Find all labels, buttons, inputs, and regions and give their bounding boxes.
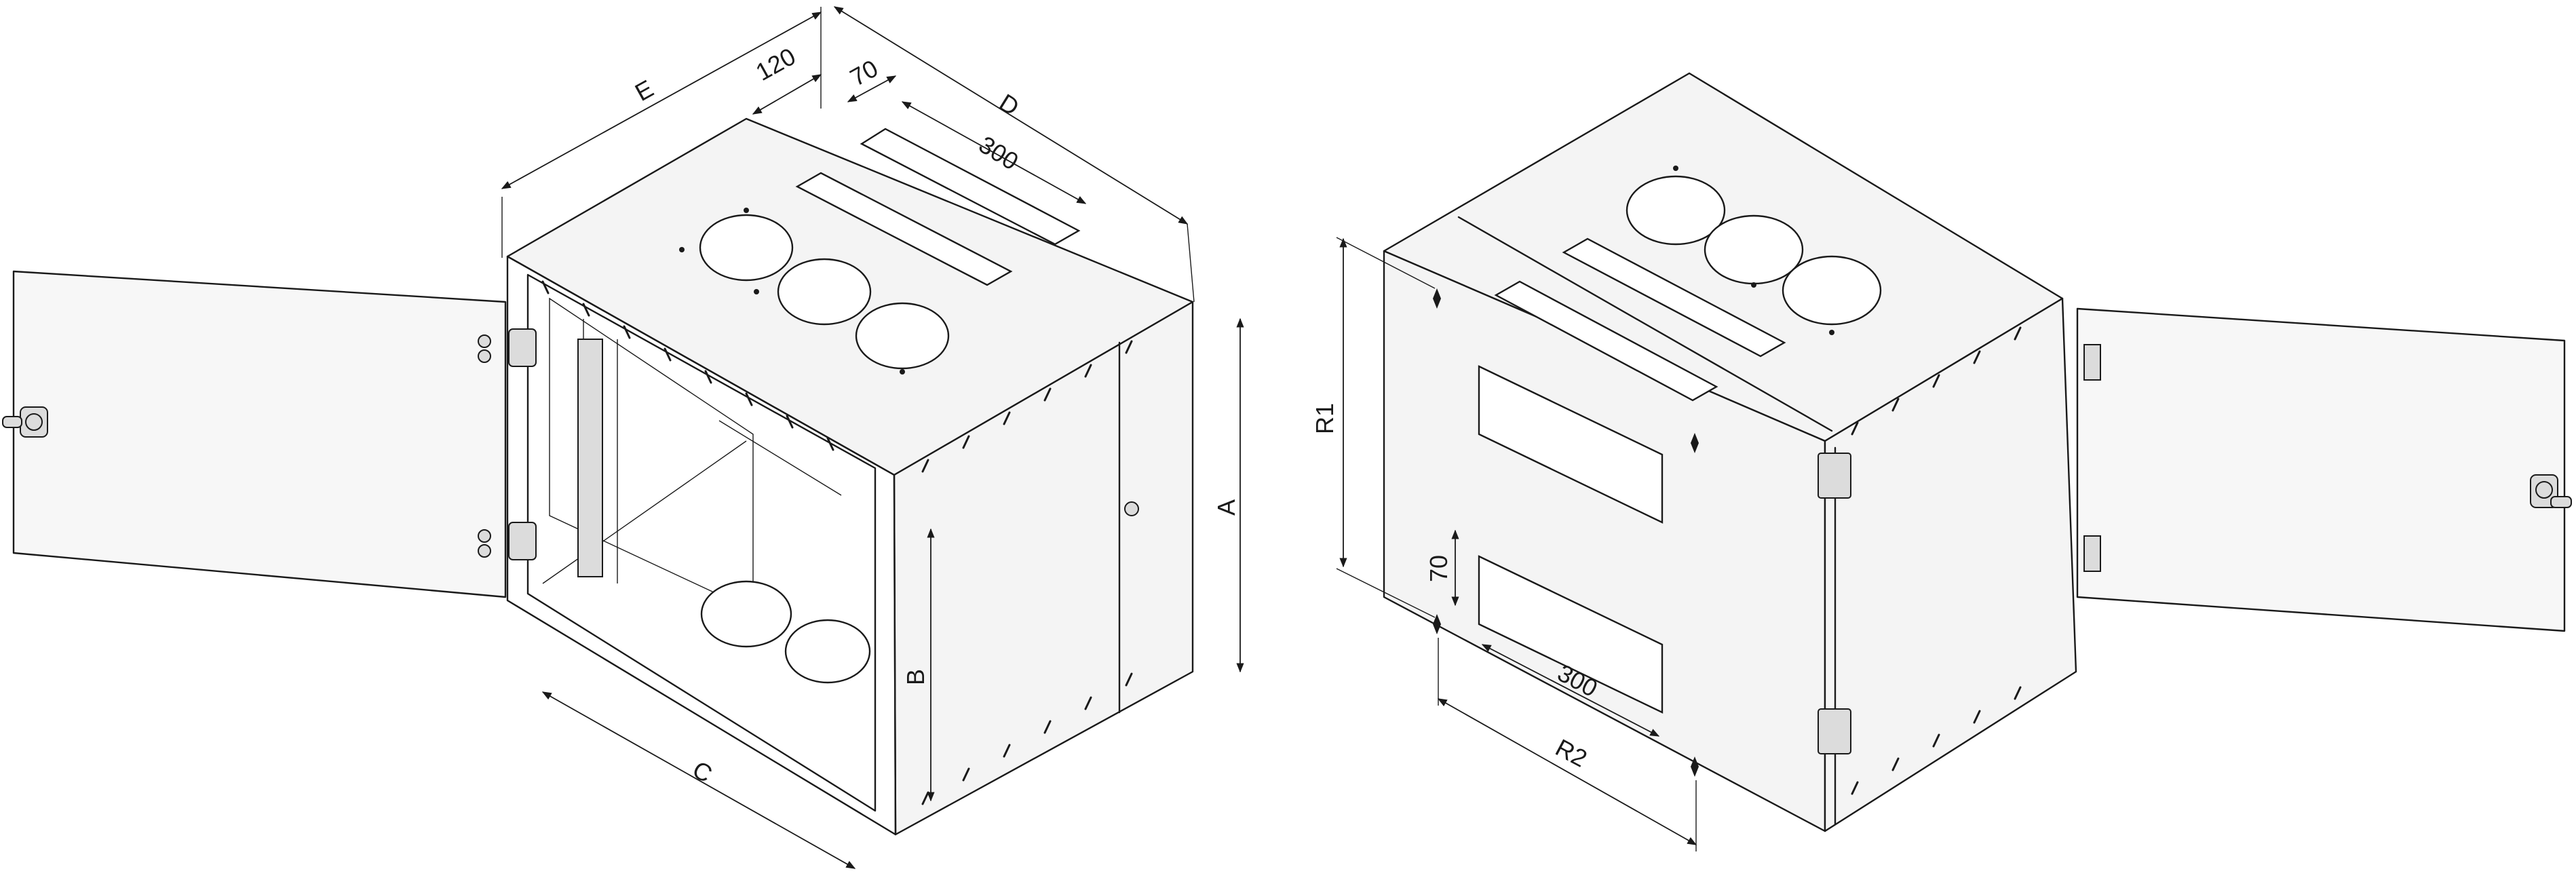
dim-label-120: 120 (751, 42, 800, 86)
dim-label-C: C (688, 755, 717, 788)
dim-label-A: A (1212, 499, 1240, 516)
cable-hole (1704, 214, 1804, 285)
door-lock-right (2530, 474, 2572, 508)
dim-label-D: D (995, 88, 1024, 121)
dim-label-R1: R1 (1311, 403, 1339, 434)
front-open-view: E 120 70 D 300 A B C (2, 6, 1244, 869)
vent-slots-right (1851, 326, 2022, 795)
dim-label-300-top: 300 (974, 130, 1024, 176)
top-slot-right-a (1494, 280, 1718, 402)
cable-hole (777, 258, 872, 326)
cable-hole (1782, 255, 1882, 326)
right-door (2076, 307, 2566, 632)
dim-label-E: E (630, 74, 658, 107)
rear-side-view: R1 70 300 R2 (1311, 72, 2572, 851)
frame-hinges (508, 328, 537, 560)
top-slot-right-b (1562, 237, 1786, 358)
door-lock-left (2, 406, 48, 438)
side-slot-upper (1478, 365, 1664, 524)
dim-label-70-side: 70 (1425, 555, 1453, 582)
front-panel-right (1824, 297, 2077, 832)
cable-hole (855, 302, 950, 370)
vent-slots-front (541, 280, 834, 451)
front-hinges (1818, 453, 1851, 754)
vent-slots-side (921, 340, 1133, 805)
dim-label-B: B (902, 669, 929, 685)
side-lock (1124, 501, 1139, 516)
door-hinge-pins (478, 334, 491, 558)
door-hinge-tabs (2083, 344, 2101, 572)
cable-hole (699, 214, 794, 282)
cable-hole (1626, 175, 1726, 246)
front-frame (506, 255, 897, 836)
rack-rail (577, 339, 603, 577)
left-door (12, 270, 507, 598)
